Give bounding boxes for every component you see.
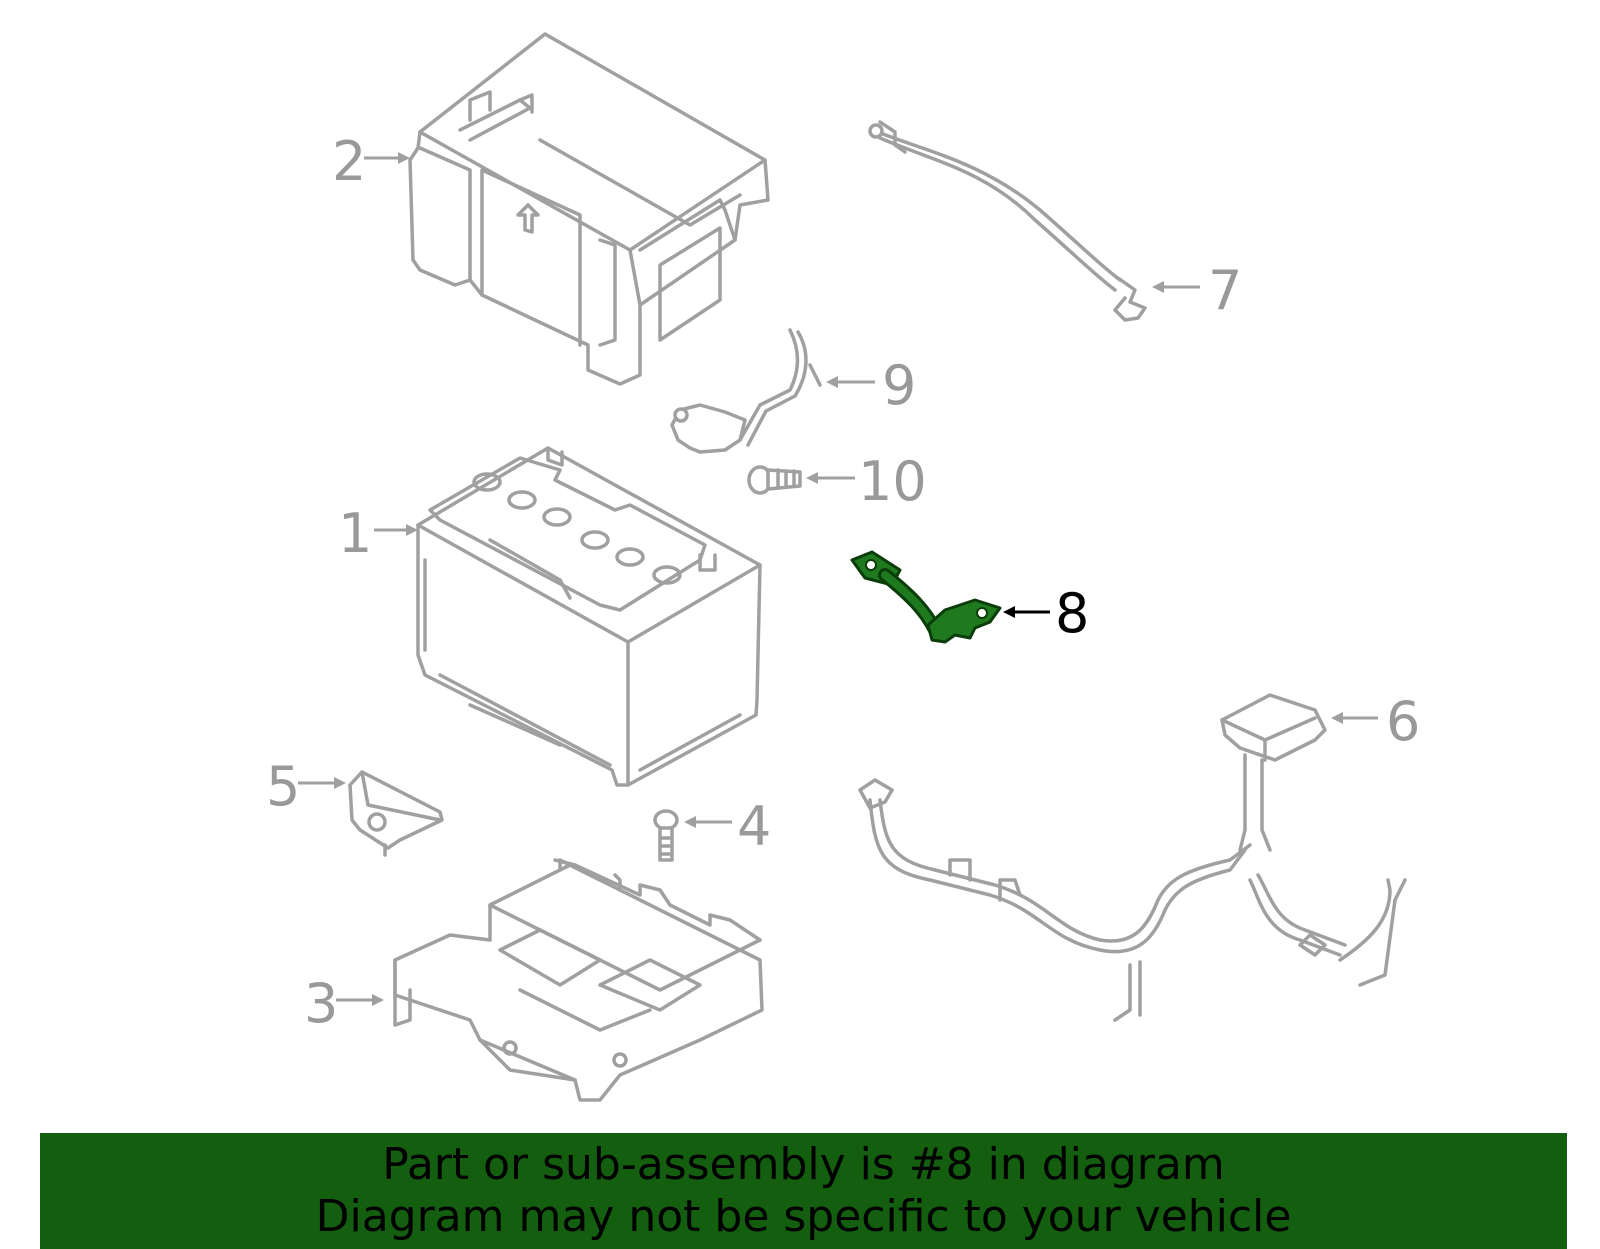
banner-line-part: Part or sub-assembly is #8 in diagram: [382, 1139, 1225, 1190]
part-6-wiring-harness: [858, 693, 1407, 1022]
part-5-hold-down-clamp: [348, 770, 444, 857]
part-3-battery-tray: [393, 858, 764, 1102]
callout-2: 2: [332, 130, 366, 193]
callout-10: 10: [858, 450, 927, 513]
callout-6: 6: [1386, 690, 1420, 753]
callout-3: 3: [304, 972, 338, 1035]
callout-leaders: [298, 152, 1378, 1006]
callout-4: 4: [737, 795, 771, 858]
part-1-battery: [416, 446, 762, 787]
callout-5: 5: [266, 755, 300, 818]
part-4-bolt: [653, 809, 679, 862]
callout-9: 9: [882, 354, 916, 417]
part-9-battery-sensor: [670, 328, 822, 454]
info-banner: Part or sub-assembly is #8 in diagram Di…: [40, 1133, 1567, 1249]
part-8-ground-strap: [850, 550, 1002, 644]
callout-8: 8: [1055, 582, 1089, 645]
part-10-bolt: [747, 465, 802, 495]
part-7-battery-cable: [868, 120, 1147, 322]
part-2-battery-box: [408, 32, 770, 386]
callout-7: 7: [1208, 259, 1242, 322]
banner-line-disclaimer: Diagram may not be specific to your vehi…: [315, 1191, 1292, 1242]
callout-1: 1: [338, 502, 372, 565]
